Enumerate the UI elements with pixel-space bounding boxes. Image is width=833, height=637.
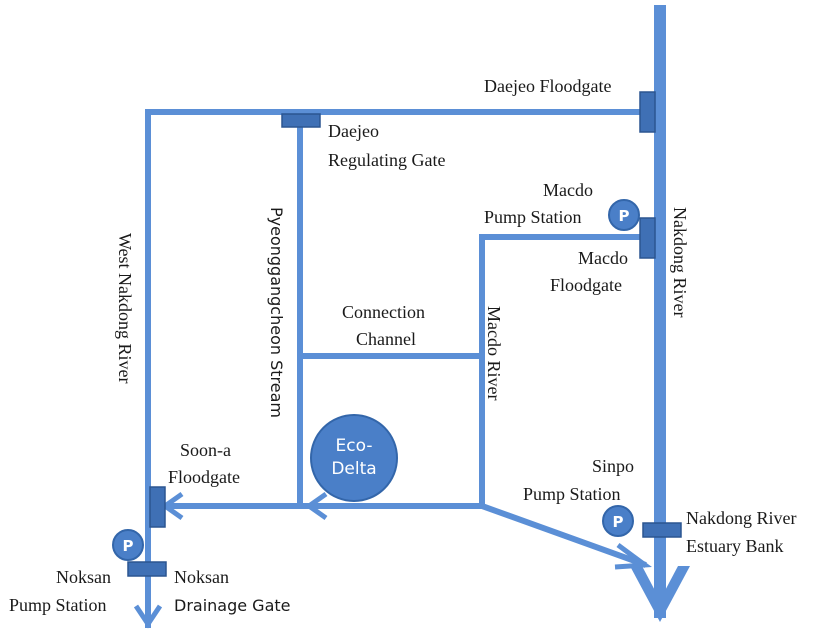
estuary-bank-label-1: Nakdong River [686, 508, 796, 528]
macdo-river-label: Macdo River [484, 306, 504, 400]
macdo-river-line [479, 234, 658, 509]
noksan-drainage-label-2: Drainage Gate [174, 596, 291, 615]
macdo-pump-icon: P [608, 199, 640, 231]
arrow-sinpo [614, 542, 652, 570]
soona-floodgate-gate [149, 486, 166, 528]
nakdong-river-channel [630, 5, 690, 622]
channel-network [145, 109, 658, 628]
nakdong-river-label: Nakdong River [670, 207, 690, 317]
gates [127, 91, 682, 577]
soona-floodgate-label-2: Floodgate [168, 467, 240, 487]
estuary-bank-label-2: Estuary Bank [686, 536, 783, 556]
soona-floodgate-label-1: Soon-a [180, 440, 231, 460]
sinpo-pump-label-2: Pump Station [523, 484, 621, 504]
macdo-pump-label-2: Pump Station [484, 207, 582, 227]
daejeo-regulating-label-2: Regulating Gate [328, 150, 445, 170]
svg-text:P: P [619, 207, 630, 225]
svg-text:P: P [613, 513, 624, 531]
flow-arrows [133, 491, 652, 629]
noksan-pump-label-1: Noksan [56, 567, 111, 587]
arrow-noksan [133, 604, 163, 629]
macdo-floodgate-label-1: Macdo [578, 248, 628, 268]
top-channel [145, 109, 658, 628]
macdo-floodgate-gate [639, 217, 656, 259]
noksan-drainage-label-1: Noksan [174, 567, 229, 587]
to-nakdong-diagonal [478, 502, 647, 568]
noksan-pump-label-2: Pump Station [9, 595, 107, 615]
sinpo-pump-icon: P [602, 505, 634, 537]
sinpo-pump-label-1: Sinpo [592, 456, 634, 476]
noksan-pump-icon: P [112, 529, 144, 561]
macdo-floodgate-label-2: Floodgate [550, 275, 622, 295]
daejeo-floodgate-gate [639, 91, 656, 133]
west-nakdong-river-label: West Nakdong River [115, 233, 135, 384]
eco-delta: Eco- Delta [310, 414, 398, 502]
eco-delta-label-2: Delta [331, 459, 376, 479]
connection-channel-label-2: Channel [356, 329, 416, 349]
connection-channel-label-1: Connection [342, 302, 425, 322]
arrow-ecodelta [304, 491, 328, 521]
macdo-pump-label-1: Macdo [543, 180, 593, 200]
estuary-bank-gate [642, 522, 682, 538]
noksan-drainage-gate [127, 561, 167, 577]
daejeo-regulating-gate [281, 113, 321, 128]
pyeonggangcheon-stream-label: Pyeonggangcheon Stream [267, 207, 286, 418]
daejeo-regulating-label-1: Daejeo [328, 121, 379, 141]
eco-delta-label-1: Eco- [336, 436, 373, 456]
svg-text:P: P [123, 537, 134, 555]
daejeo-floodgate-label: Daejeo Floodgate [484, 76, 611, 96]
